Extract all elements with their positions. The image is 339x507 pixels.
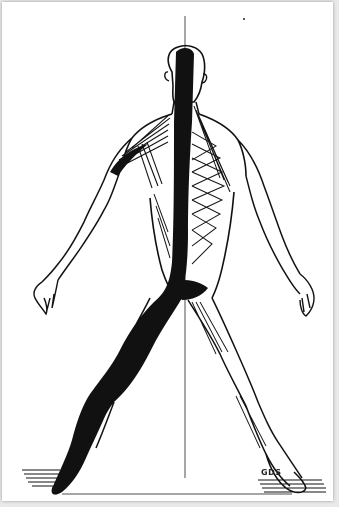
- right-leg-outline: [188, 298, 302, 486]
- ground-lines-right: [258, 480, 326, 492]
- anatomy-drawing: [2, 2, 333, 501]
- ink-dot: [243, 18, 245, 20]
- ear-left: [165, 72, 169, 81]
- left-hand-outline: [34, 280, 58, 314]
- spine-muscle-chain: [54, 48, 194, 484]
- left-arm-outline: [42, 138, 132, 282]
- illustration-frame: GDS: [2, 2, 333, 501]
- right-hand-outline: [300, 274, 314, 316]
- artist-signature: GDS: [261, 468, 281, 477]
- right-arm-outline: [238, 140, 300, 294]
- back-muscle-lines: [154, 106, 230, 264]
- shoulder-muscle-lines: [114, 114, 170, 188]
